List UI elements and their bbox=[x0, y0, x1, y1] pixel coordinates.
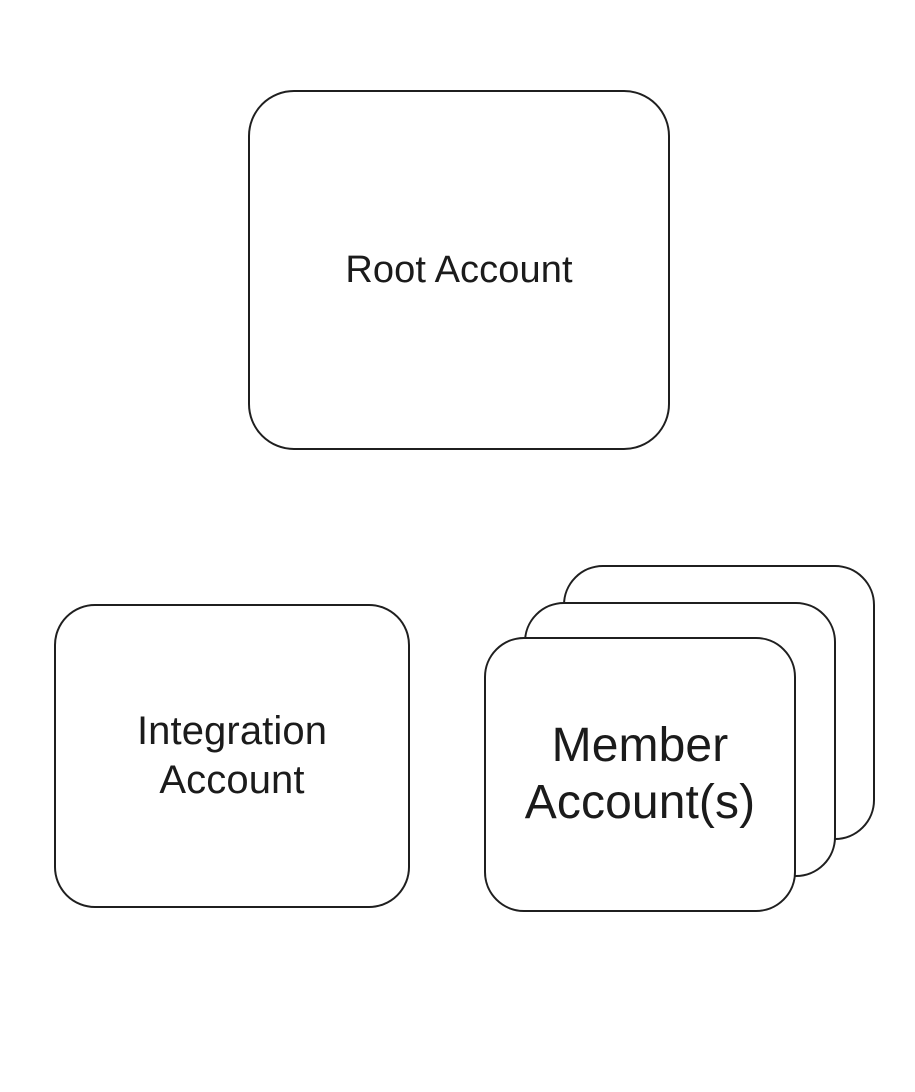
node-member-accounts[interactable]: Member Account(s) bbox=[484, 565, 875, 914]
node-root-account[interactable]: Root Account bbox=[248, 90, 670, 450]
node-root-account-label: Root Account bbox=[345, 248, 573, 291]
node-integration-account[interactable]: Integration Account bbox=[54, 604, 410, 908]
member-account-stack-card-front[interactable]: Member Account(s) bbox=[484, 637, 796, 912]
node-integration-account-label: Integration Account bbox=[136, 709, 328, 802]
node-member-accounts-label: Member Account(s) bbox=[524, 718, 756, 829]
